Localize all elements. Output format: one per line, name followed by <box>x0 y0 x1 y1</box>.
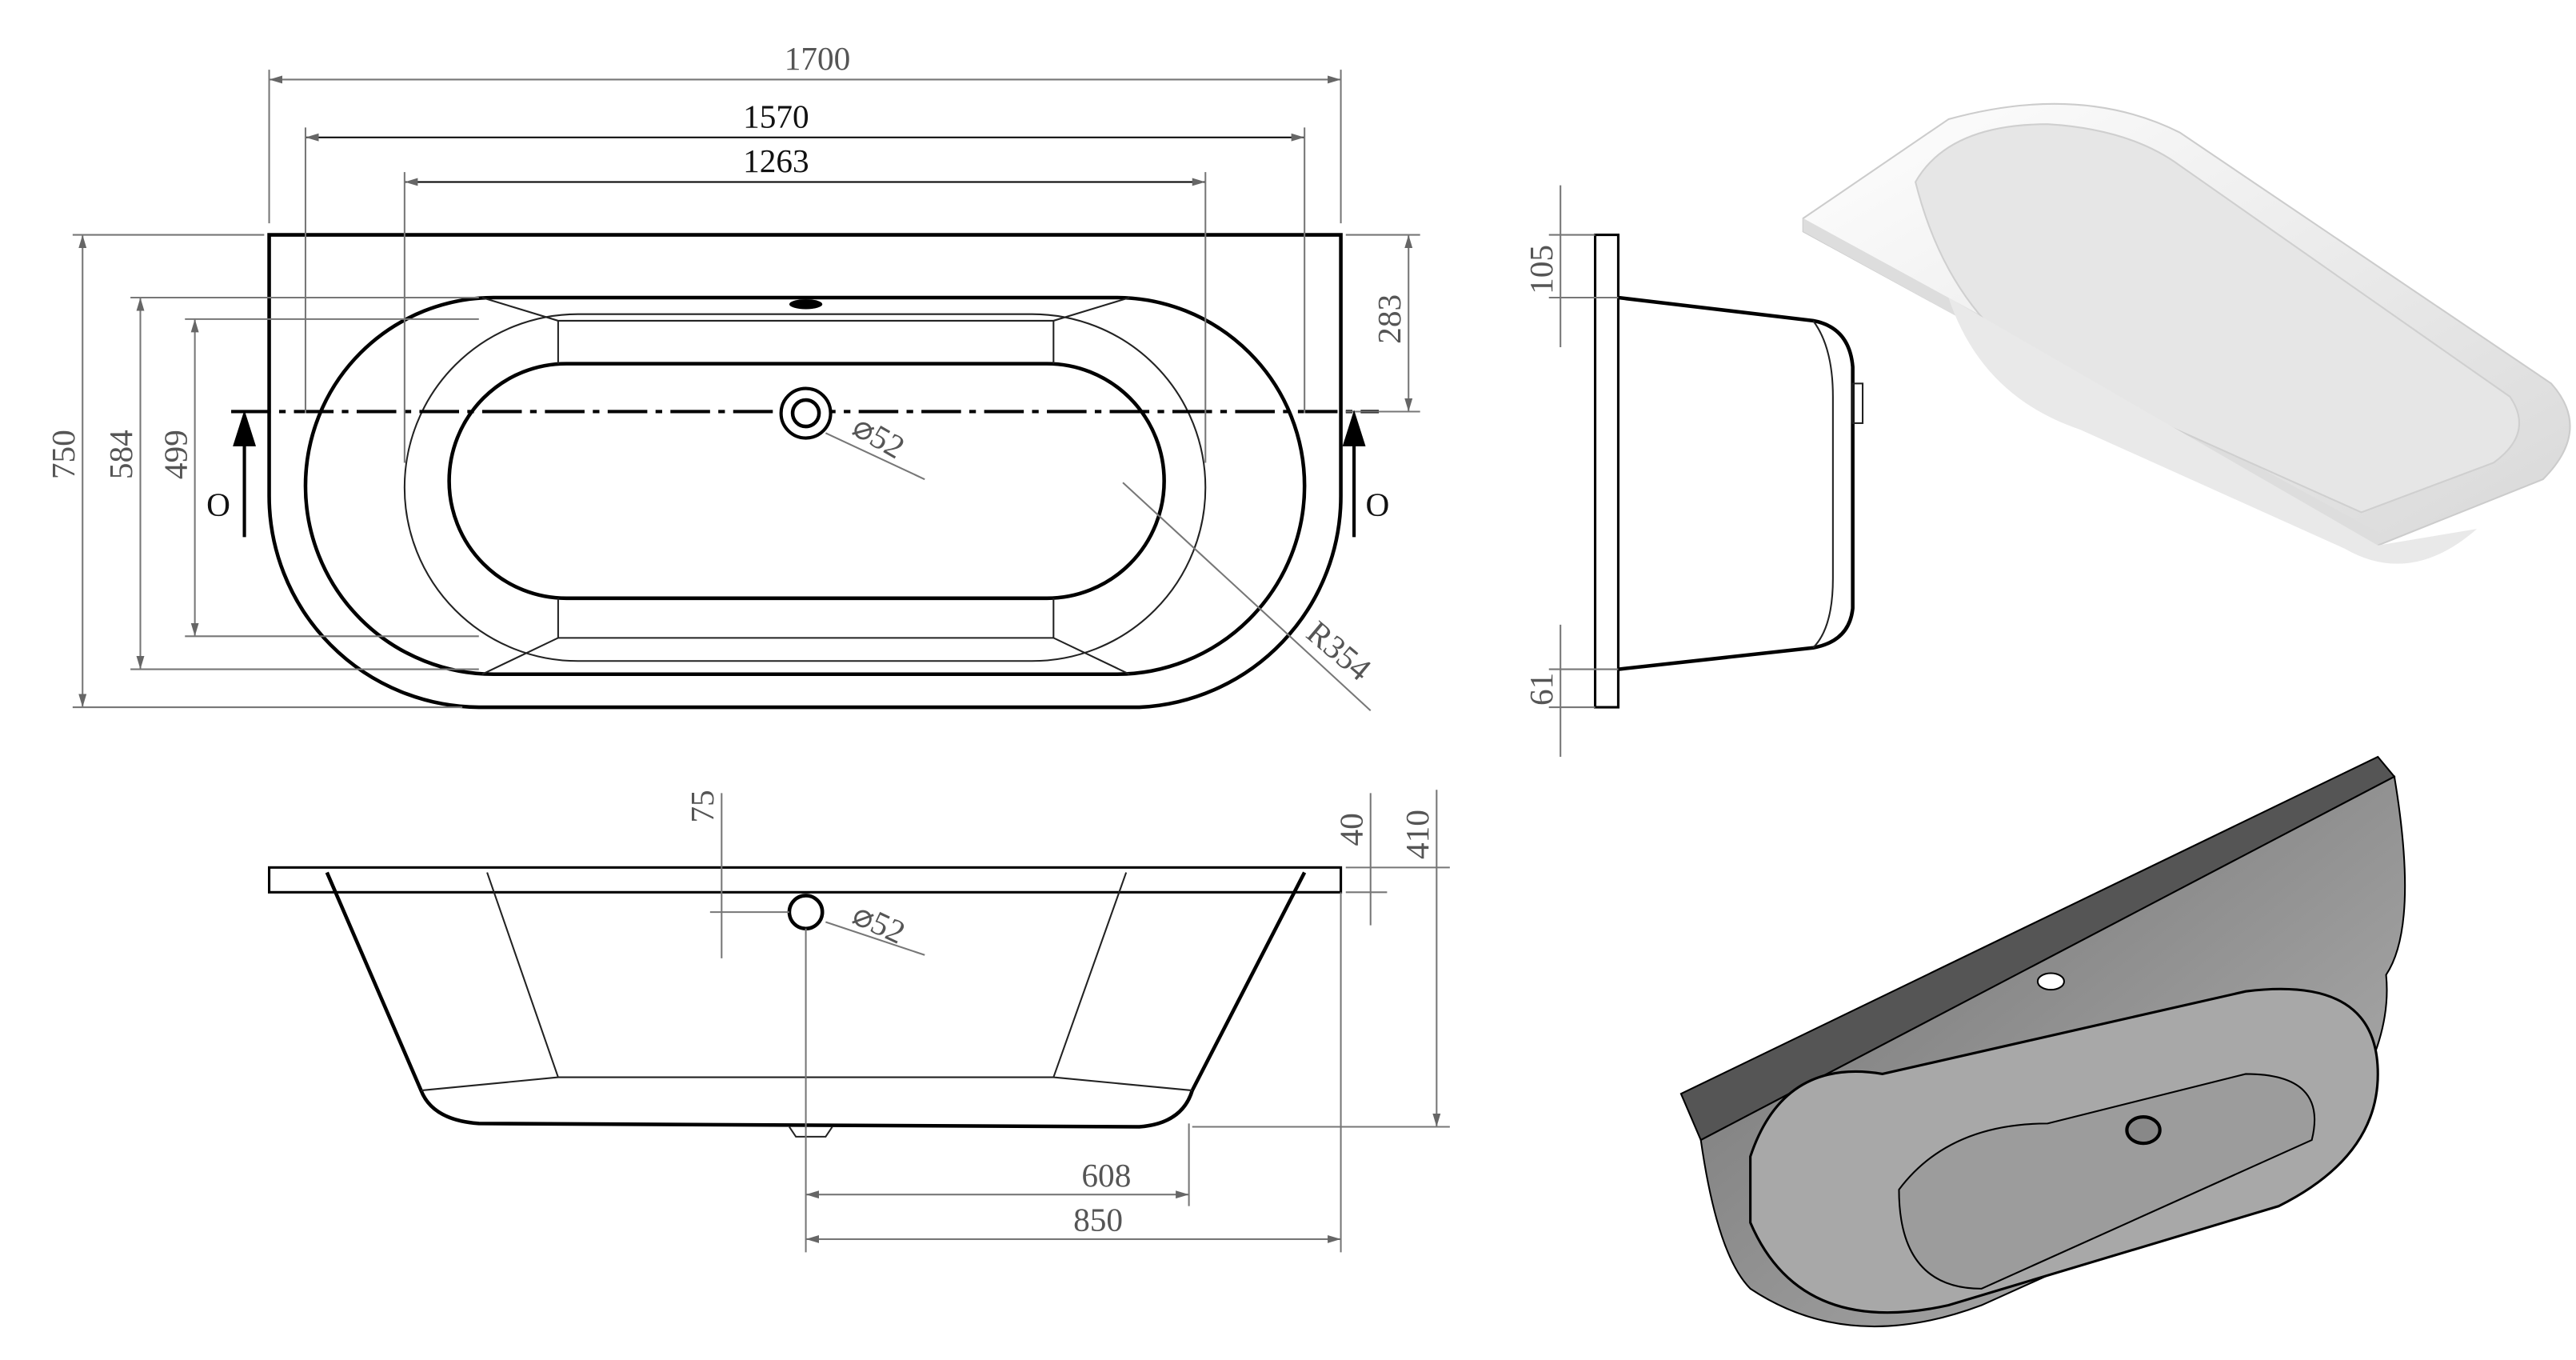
front-view: 75 ⌀52 40 410 608 850 <box>268 790 1450 1253</box>
dim-75: 75 <box>684 790 721 822</box>
drain-diameter-label: ⌀52 <box>847 407 911 466</box>
dim-608: 608 <box>1081 1157 1131 1194</box>
top-view: 1700 1570 1263 750 584 499 283 ⌀52 R354 … <box>45 40 1420 711</box>
section-mark-right: O <box>1366 486 1390 523</box>
render-grey-tub <box>1679 755 2406 1328</box>
dim-750: 750 <box>45 430 82 479</box>
dim-584: 584 <box>102 430 139 479</box>
dim-61: 61 <box>1523 673 1560 706</box>
dim-40: 40 <box>1332 813 1369 846</box>
radius-label: R354 <box>1300 614 1378 688</box>
section-mark-left: O <box>206 486 230 523</box>
front-drain-diameter-label: ⌀52 <box>848 895 911 951</box>
dim-105: 105 <box>1523 245 1560 294</box>
dim-283: 283 <box>1371 294 1408 344</box>
drain <box>779 299 833 440</box>
dim-499: 499 <box>157 430 194 479</box>
dim-1700: 1700 <box>785 40 851 77</box>
dim-850: 850 <box>1073 1202 1123 1238</box>
dim-1570: 1570 <box>743 98 809 134</box>
dim-410: 410 <box>1399 810 1436 859</box>
side-view: 105 61 <box>1523 185 1864 758</box>
render-white-tub <box>1802 102 2571 564</box>
dim-1263: 1263 <box>743 142 809 179</box>
